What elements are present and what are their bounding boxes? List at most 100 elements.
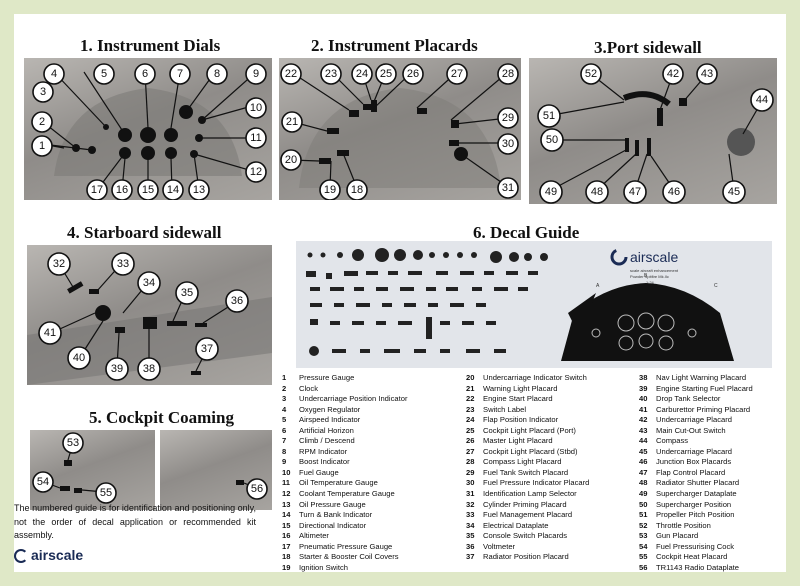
svg-text:6: 6	[142, 68, 148, 80]
legend-row: 36 Voltmeter	[466, 542, 589, 553]
svg-text:36: 36	[231, 295, 243, 307]
legend-label: Turn & Bank Indicator	[299, 510, 373, 520]
legend-number: 16	[282, 531, 291, 541]
legend-number: 29	[466, 467, 475, 477]
svg-text:10: 10	[250, 102, 262, 114]
legend-label: Airspeed Indicator	[299, 415, 361, 425]
legend-number: 7	[282, 436, 287, 446]
legend-row: 2 Clock	[282, 384, 407, 395]
legend-number: 14	[282, 510, 291, 520]
legend-number: 36	[466, 541, 475, 551]
legend-number: 49	[639, 489, 648, 499]
legend-label: Supercharger Position	[656, 499, 732, 509]
legend-number: 55	[639, 552, 648, 562]
legend-label: Cockpit Light Placard (Stbd)	[483, 446, 578, 456]
legend-label: Undercarriage Position Indicator	[299, 394, 408, 404]
legend-label: Pneumatic Pressure Gauge	[299, 541, 393, 551]
svg-text:53: 53	[67, 437, 79, 449]
svg-text:2: 2	[39, 116, 45, 128]
section-title-starboard-sidewall: 4. Starboard sidewall	[67, 223, 222, 242]
svg-text:40: 40	[73, 352, 85, 364]
cockpit-coaming-stbd-photo: 56	[160, 430, 272, 510]
svg-text:12: 12	[250, 166, 262, 178]
legend-number: 46	[639, 457, 648, 467]
section-title-instrument-placards: 2. Instrument Placards	[311, 36, 478, 55]
legend-number: 15	[282, 520, 291, 530]
instrument-dials-photo: 4 5 6 7 8 9 3 2 1 10 11 12 17 16 15 14 1…	[24, 58, 272, 200]
legend-label: Fuel Tank Switch Placard	[483, 467, 569, 477]
svg-text:50: 50	[546, 134, 558, 146]
cockpit-coaming-port-photo: 53 54 55	[30, 430, 155, 510]
svg-text:5: 5	[101, 68, 107, 80]
legend-number: 19	[282, 562, 291, 572]
legend-label: Nav Light Warning Placard	[656, 373, 747, 382]
legend-number: 44	[639, 436, 648, 446]
legend-label: Console Switch Placards	[483, 531, 567, 541]
legend-number: 31	[466, 489, 475, 499]
svg-text:52: 52	[585, 68, 597, 80]
legend-number: 35	[466, 531, 475, 541]
legend-number: 41	[639, 404, 648, 414]
svg-text:28: 28	[502, 68, 514, 80]
legend-label: Clock	[299, 383, 318, 393]
legend-number: 22	[466, 394, 475, 404]
legend-label: Oil Temperature Gauge	[299, 478, 378, 488]
legend-row: 29 Fuel Tank Switch Placard	[466, 468, 589, 479]
section-title-decal-guide: 6. Decal Guide	[473, 223, 580, 242]
legend-label: Voltmeter	[483, 541, 516, 551]
legend-number: 45	[639, 446, 648, 456]
legend-label: RPM Indicator	[299, 446, 348, 456]
legend-label: Drop Tank Selector	[656, 394, 721, 404]
svg-text:49: 49	[545, 186, 557, 198]
section-title-cockpit-coaming: 5. Cockpit Coaming	[89, 408, 234, 427]
decal-brand-logo-icon	[610, 248, 628, 266]
legend-label: Climb / Descend	[299, 436, 355, 446]
svg-text:21: 21	[286, 116, 298, 128]
legend-label: Artificial Horizon	[299, 425, 354, 435]
svg-text:13: 13	[193, 184, 205, 196]
legend-label: Cylinder Priming Placard	[483, 499, 567, 509]
svg-text:35: 35	[181, 287, 193, 299]
legend-number: 48	[639, 478, 648, 488]
legend-number: 54	[639, 541, 648, 551]
instrument-placards-diagram: 22 23 24 25 26 27 28 21 20 29 30 31 19 1…	[280, 63, 519, 200]
legend-row: 14 Turn & Bank Indicator	[282, 510, 407, 521]
legend-number: 51	[639, 510, 648, 520]
legend-number: 2	[282, 383, 287, 393]
starboard-sidewall-photo: 32 33 34 35 36 41 40 39 38 37	[27, 245, 272, 385]
legend-label: Supercharger Dataplate	[656, 489, 737, 499]
instrument-dials-diagram: 4 5 6 7 8 9 3 2 1 10 11 12 17 16 15 14 1…	[31, 63, 267, 200]
instrument-placards-photo: 22 23 24 25 26 27 28 21 20 29 30 31 19 1…	[279, 58, 521, 200]
legend-number: 40	[639, 394, 648, 404]
panel-letter-c: C	[714, 283, 718, 289]
legend-number: 42	[639, 415, 648, 425]
svg-text:15: 15	[142, 184, 154, 196]
legend-number: 38	[639, 373, 648, 382]
legend-number: 47	[639, 467, 648, 477]
legend-number: 43	[639, 425, 648, 435]
legend-number: 24	[466, 415, 475, 425]
legend-label: Undercarriage Placard	[656, 446, 732, 456]
svg-text:4: 4	[51, 68, 57, 80]
legend-label: Starter & Booster Coil Covers	[299, 552, 399, 562]
legend-number: 23	[466, 404, 475, 414]
legend-row: 35 Console Switch Placards	[466, 531, 589, 542]
placard-callouts: 22 23 24 25 26 27 28 21 20 29 30 31 19 1…	[280, 63, 519, 200]
svg-text:37: 37	[201, 343, 213, 355]
